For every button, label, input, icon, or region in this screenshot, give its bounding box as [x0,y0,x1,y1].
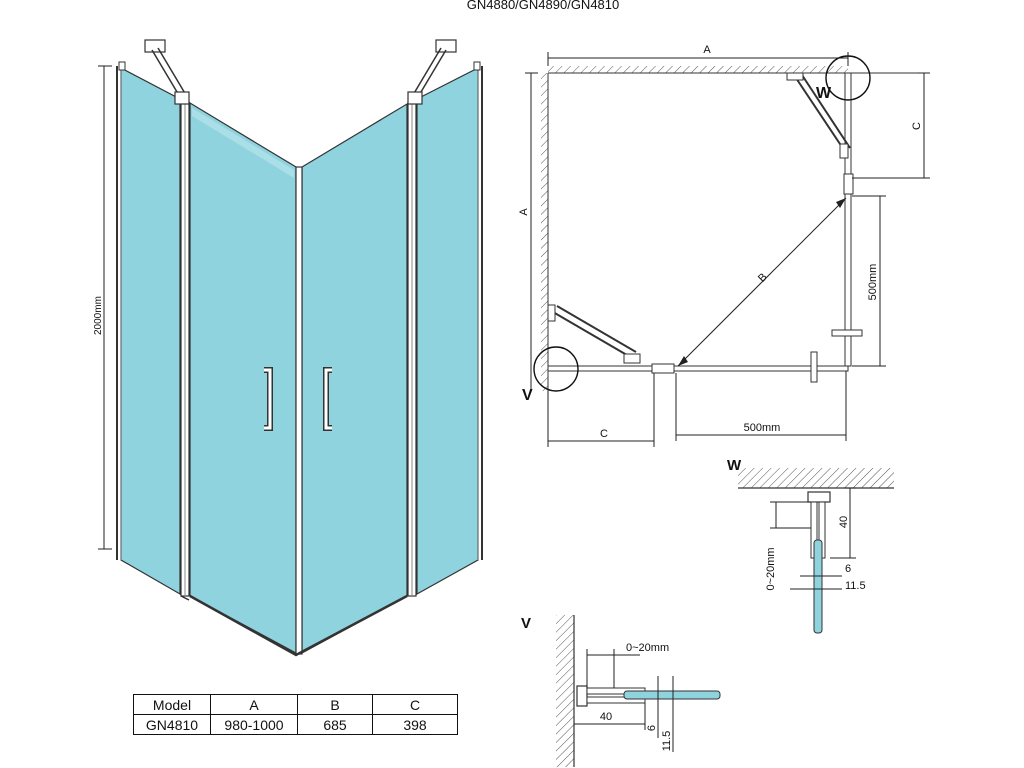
table-row: GN4810 980-1000 685 398 [133,714,458,735]
dimension-500-side-label: 500mm [867,264,879,301]
spec-cell-a: 980-1000 [210,714,298,735]
detail-v-dim-6: 6 [646,725,658,731]
center-door-seam [295,166,303,655]
dimension-500-bottom-label: 500mm [744,422,781,434]
spec-table: Model A B C GN4810 980-1000 685 398 [133,694,458,735]
detail-w: W 40 0~20mm 6 11.5 [727,457,894,634]
spec-header-a: A [210,694,298,715]
right-door-glass [301,102,408,655]
left-stabilizer-bar [144,39,190,105]
spec-header-model: Model [133,694,211,715]
spec-cell-model: GN4810 [133,714,211,735]
dimension-b-line [677,197,847,367]
spec-cell-c: 398 [372,714,458,735]
left-fixed-glass-panel [120,67,181,596]
plan-view: A A B C [518,44,930,447]
dimension-b-label: B [756,271,770,285]
detail-w-marker: W [816,85,832,102]
detail-v-marker: V [522,387,533,404]
right-door-handle [323,367,332,431]
left-wall-hatch [541,73,548,391]
elevation-view: 2000mm [93,39,483,657]
bottom-handle [810,351,818,383]
right-stabilizer-bar [407,39,457,105]
detail-v: V 0~20mm 40 6 11.5 [521,615,721,767]
dimension-c-side-label: C [911,122,923,130]
spec-table-header-row: Model A B C [133,694,458,715]
detail-w-dim-11-5: 11.5 [845,580,866,592]
left-door-handle [264,367,273,431]
detail-v-dim-gap: 0~20mm [626,642,669,654]
detail-w-glass [813,539,823,634]
detail-v-title: V [521,615,531,632]
dimension-a-top-label: A [703,44,711,56]
left-door-glass [189,101,297,655]
top-wall-hatch [548,66,848,73]
dimension-a-side-label: A [518,208,530,216]
detail-w-dim-40: 40 [838,516,850,528]
side-handle [831,329,863,337]
right-fixed-glass-panel [416,67,479,596]
dimension-c-bottom-label: C [600,428,608,440]
spec-header-c: C [372,694,458,715]
bottom-door-hinge [651,363,675,374]
detail-v-dim-40: 40 [600,711,612,723]
bottom-seal-profile [189,594,408,657]
detail-v-circle [533,346,579,392]
detail-v-dim-11-5: 11.5 [661,731,673,752]
drawing-title: GN4880/GN4890/GN4810 [467,0,619,12]
detail-w-dim-6: 6 [845,563,851,575]
right-door-hinge [843,173,854,195]
plan-right-panel [844,72,852,367]
spec-cell-b: 685 [297,714,373,735]
detail-w-dim-gap: 0~20mm [765,547,777,590]
detail-w-circle [825,55,871,101]
plan-bottom-panel [547,365,849,372]
detail-v-glass [623,690,721,700]
height-label: 2000mm [93,296,104,335]
spec-header-b: B [297,694,373,715]
